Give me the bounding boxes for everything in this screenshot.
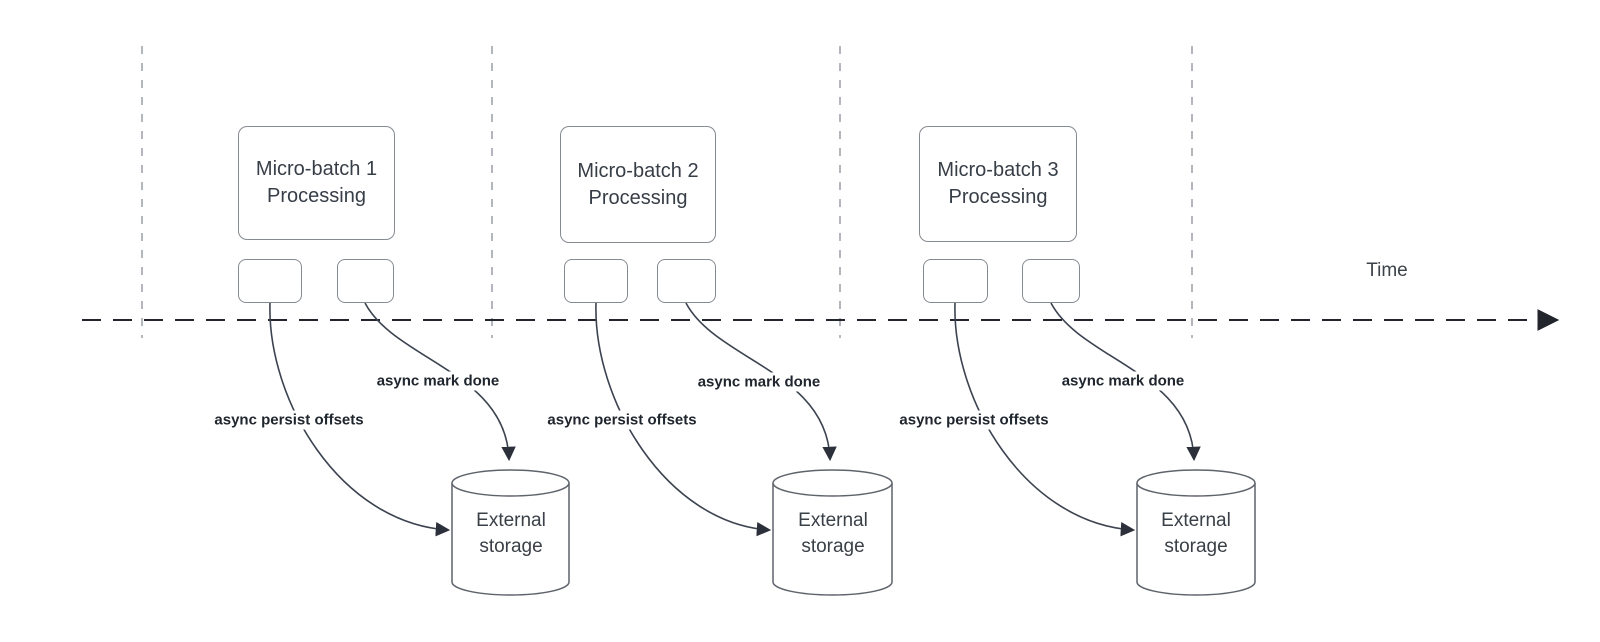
persist-offsets-label-2: async persist offsets bbox=[544, 410, 700, 430]
mark-done-arrow-3 bbox=[1050, 302, 1201, 462]
persist-task-box-3 bbox=[923, 259, 988, 303]
time-axis-label: Time bbox=[1366, 260, 1408, 281]
cylinder-body bbox=[1136, 483, 1256, 596]
persist-offsets-arrow-1 bbox=[269, 302, 451, 537]
mark-done-task-box-3 bbox=[1022, 259, 1080, 303]
mark-done-task-box-1 bbox=[337, 259, 394, 303]
persist-offsets-arrow-2 bbox=[595, 302, 772, 537]
micro-batch-box-1: Micro-batch 1 Processing bbox=[238, 126, 395, 240]
persist-offsets-label-1: async persist offsets bbox=[211, 410, 367, 430]
cylinder-top bbox=[1136, 469, 1256, 497]
micro-batch-title-2: Micro-batch 2 Processing bbox=[577, 159, 699, 209]
persist-task-box-1 bbox=[238, 259, 302, 303]
mark-done-arrow-1 bbox=[364, 302, 516, 462]
persist-offsets-arrow-3 bbox=[954, 302, 1136, 537]
cylinder-top bbox=[772, 469, 893, 497]
mark-done-task-box-2 bbox=[657, 259, 716, 303]
mark-done-label-1: async mark done bbox=[373, 371, 503, 391]
external-storage-label-2: External storage bbox=[798, 510, 868, 557]
micro-batch-title-3: Micro-batch 3 Processing bbox=[937, 159, 1059, 208]
cylinder-top bbox=[451, 469, 570, 497]
persist-offsets-label-3: async persist offsets bbox=[896, 410, 1052, 430]
cylinder-body bbox=[451, 483, 570, 596]
external-storage-label-1: External storage bbox=[476, 510, 546, 557]
mark-done-label-2: async mark done bbox=[694, 372, 824, 392]
external-storage-cylinder-1 bbox=[451, 469, 570, 596]
cylinder-body bbox=[772, 483, 893, 596]
external-storage-label-3: External storage bbox=[1161, 510, 1231, 557]
micro-batch-title-1: Micro-batch 1 Processing bbox=[255, 158, 378, 207]
mark-done-label-3: async mark done bbox=[1058, 371, 1188, 391]
persist-task-box-2 bbox=[564, 259, 628, 303]
micro-batch-box-2: Micro-batch 2 Processing bbox=[560, 126, 716, 243]
micro-batch-box-3: Micro-batch 3 Processing bbox=[919, 126, 1077, 242]
mark-done-arrow-2 bbox=[685, 302, 837, 462]
external-storage-cylinder-2 bbox=[772, 469, 893, 596]
external-storage-cylinder-3 bbox=[1136, 469, 1256, 596]
